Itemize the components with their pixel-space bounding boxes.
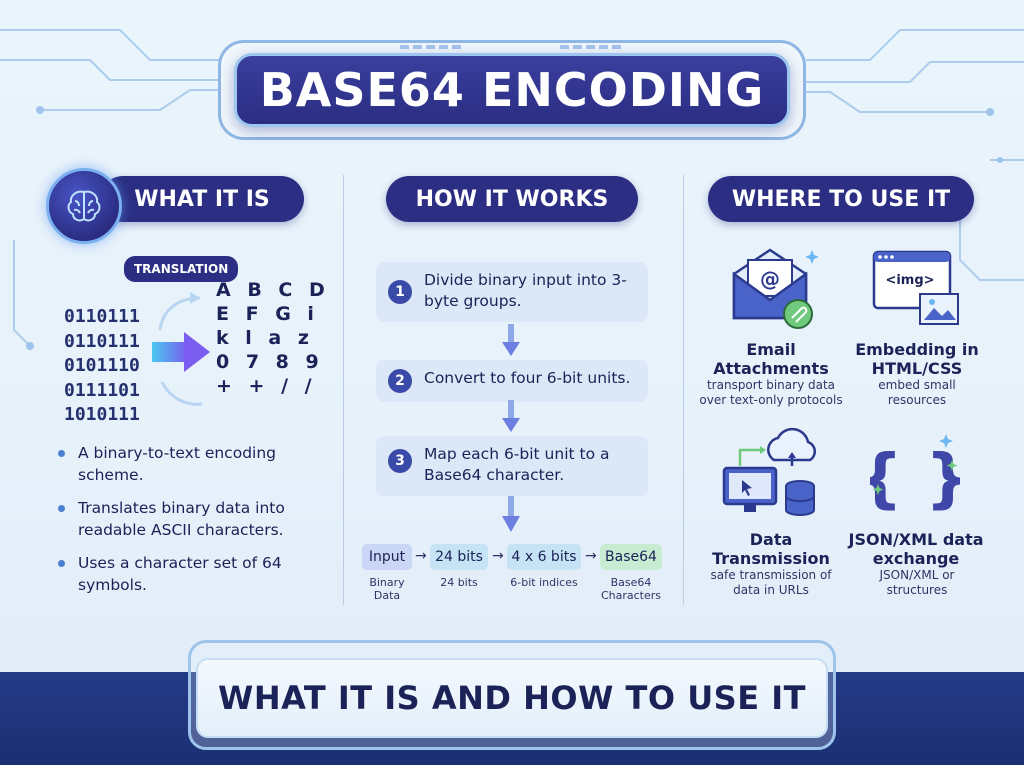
html-image-icon: <img> xyxy=(872,250,959,325)
step-3: 3 Map each 6-bit unit to a Base64 charac… xyxy=(376,436,648,496)
page-title: BASE64 ENCODING xyxy=(259,63,765,117)
svg-text:{ }: { } xyxy=(870,442,960,516)
step-text: Divide binary input into 3-byte groups. xyxy=(424,271,627,310)
step-number: 3 xyxy=(388,449,412,473)
curly-braces-icon: { } xyxy=(870,434,960,516)
use-title-json: JSON/XML data exchange xyxy=(848,530,984,568)
list-item: Translates binary data into readable ASC… xyxy=(56,497,296,541)
arrow-down-icon xyxy=(502,496,520,532)
ascii-block: A B C D E F G i k l a z 0 7 8 9 + + / / xyxy=(216,278,330,398)
flow-sub-label: Base64 Characters xyxy=(600,576,662,602)
ascii-line: 0 7 8 9 xyxy=(216,351,324,373)
binary-line: 0111101 xyxy=(64,379,140,401)
use-desc-email: transport binary data over text-only pro… xyxy=(699,378,843,407)
list-item: A binary-to-text encoding scheme. xyxy=(56,442,296,486)
step-number: 2 xyxy=(388,369,412,393)
step-2: 2 Convert to four 6-bit units. xyxy=(376,360,648,402)
section-header-how: HOW IT WORKS xyxy=(386,176,638,222)
flow-chip-base64: Base64 xyxy=(600,544,662,570)
step-number: 1 xyxy=(388,280,412,304)
title-dash-right xyxy=(560,34,625,49)
flow-arrow-icon: → xyxy=(415,548,427,564)
section-title-what: WHAT IT IS xyxy=(134,186,270,212)
flow-sub-label: 6-bit indices xyxy=(510,576,578,589)
img-tag-label: <img> xyxy=(885,273,934,288)
flow-arrow-icon: → xyxy=(492,548,504,564)
list-item: Uses a character set of 64 symbols. xyxy=(56,552,296,596)
footer-banner: WHAT IT IS AND HOW TO USE IT xyxy=(196,658,828,738)
title-dash-left xyxy=(400,34,465,49)
use-desc-html: embed small resources xyxy=(878,378,956,407)
flow-chip-input: Input xyxy=(362,544,412,570)
what-bullet-list: A binary-to-text encoding scheme. Transl… xyxy=(56,442,296,607)
flow-arrow-icon: → xyxy=(585,548,597,564)
use-title-html: Embedding in HTML/CSS xyxy=(855,340,979,378)
column-divider xyxy=(683,175,684,605)
use-title-transmission: Data Transmission xyxy=(712,530,830,568)
email-attachment-icon: @ xyxy=(732,248,819,329)
flow-chip-units: 4 x 6 bits xyxy=(507,544,581,570)
flow-chip-bits: 24 bits xyxy=(430,544,488,570)
ascii-line: E F G i xyxy=(216,303,319,325)
arrow-down-icon xyxy=(502,400,520,432)
brain-icon xyxy=(46,168,122,244)
binary-line: 0110111 xyxy=(64,306,140,327)
use-desc-transmission: safe transmission of data in URLs xyxy=(710,568,832,597)
title-banner: BASE64 ENCODING xyxy=(234,53,790,127)
svg-text:@: @ xyxy=(760,267,780,291)
section-title-how: HOW IT WORKS xyxy=(415,186,609,212)
section-header-where: WHERE TO USE IT xyxy=(708,176,974,222)
binary-line: 1010111 xyxy=(64,404,140,425)
ascii-line: + + / / xyxy=(216,375,317,397)
translation-label: TRANSLATION xyxy=(124,256,239,282)
ascii-line: k l a z xyxy=(216,327,314,349)
step-1: 1 Divide binary input into 3-byte groups… xyxy=(376,262,648,322)
arrow-down-icon xyxy=(502,324,520,356)
binary-line: 0110111 xyxy=(64,330,140,352)
use-title-email: Email Attachments xyxy=(713,340,829,378)
binary-line: 0101110 xyxy=(64,355,140,376)
binary-block: 0110111 0110111 0101110 0111101 1010111 xyxy=(64,305,140,428)
cloud-transfer-icon xyxy=(722,427,817,516)
translation-arrow-icon xyxy=(152,292,210,406)
flow-sub-label: 24 bits xyxy=(440,576,478,589)
ascii-line: A B C D xyxy=(216,279,330,301)
section-title-where: WHERE TO USE IT xyxy=(731,186,951,212)
step-text: Map each 6-bit unit to a Base64 characte… xyxy=(424,445,610,484)
use-desc-json: JSON/XML or structures xyxy=(879,568,955,597)
flow-sub-label: Binary Data xyxy=(369,576,405,602)
column-divider xyxy=(343,175,344,605)
footer-title: WHAT IT IS AND HOW TO USE IT xyxy=(218,679,806,717)
step-text: Convert to four 6-bit units. xyxy=(424,369,631,387)
section-header-what: WHAT IT IS xyxy=(100,176,304,222)
